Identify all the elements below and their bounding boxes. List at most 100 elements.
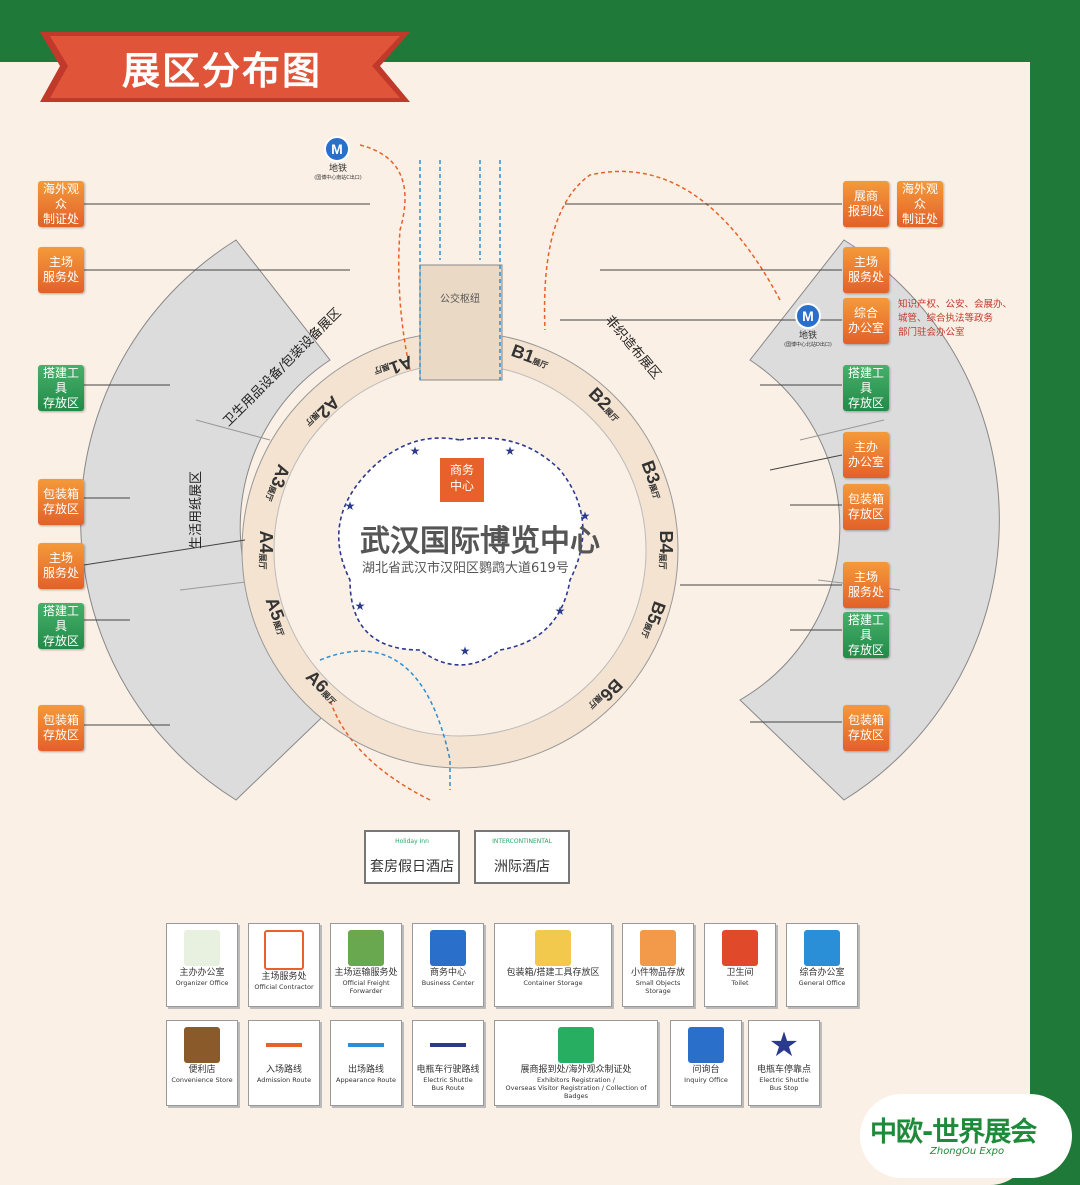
star-icon: ★ <box>768 1025 800 1065</box>
left-service-tag: 海外观众 制证处 <box>38 181 84 227</box>
right-service-tag: 主场 服务处 <box>843 562 889 608</box>
boxes-icon <box>535 930 571 966</box>
legend-label: 电瓶车停靠点 <box>756 1065 811 1075</box>
right-service-tag: 综合 办公室 <box>843 298 889 344</box>
metro-icon: M <box>324 136 350 162</box>
legend-label-en: Container Storage <box>523 979 583 987</box>
shuttle-route-icon <box>430 1027 466 1063</box>
shuttle-stop-star: ★ <box>555 604 566 618</box>
legend-label: 主场运输服务处 <box>334 968 398 978</box>
right-service-tag: 包装箱 存放区 <box>843 484 889 530</box>
logo-text: 中欧-世界展会 <box>870 1117 1037 1148</box>
inquiry-icon <box>688 1027 724 1063</box>
legend-label: 小件物品存放 <box>630 968 685 978</box>
legend-label-en: Appearance Route <box>336 1076 396 1084</box>
legend-label-en: Organizer Office <box>175 979 229 987</box>
toilet-icon <box>722 930 758 966</box>
left-service-tag: 包装箱 存放区 <box>38 705 84 751</box>
svg-text:M: M <box>331 141 343 157</box>
left-service-tag: 主场 服务处 <box>38 247 84 293</box>
bag-icon <box>640 930 676 966</box>
business-center: 商务 中心 <box>440 458 484 502</box>
legend-label-en: Exhibitors Registration / Overseas Visit… <box>505 1076 647 1100</box>
cidpex-logo-icon <box>184 930 220 966</box>
admission-route-icon <box>266 1027 302 1063</box>
page-title: 展区分布图 <box>122 49 323 93</box>
left-service-tag: 搭建工具 存放区 <box>38 603 84 649</box>
legend-label-en: Official Freight Forwarder <box>342 979 390 995</box>
legend-label: 综合办公室 <box>799 968 845 978</box>
stack-icon <box>804 930 840 966</box>
title-banner <box>40 32 410 102</box>
exit-route-icon <box>348 1027 384 1063</box>
legend-label: 商务中心 <box>429 968 466 978</box>
legend-label: 卫生间 <box>726 968 754 978</box>
metro-icon: M <box>795 303 821 329</box>
shuttle-stop-star: ★ <box>345 499 356 513</box>
right-service-tag: 包装箱 存放区 <box>843 705 889 751</box>
zone-label-west_mid: 生活用纸展区 <box>189 471 204 549</box>
right-service-tag: 搭建工具 存放区 <box>843 365 889 411</box>
badge-icon <box>558 1027 594 1063</box>
legend-label: 电瓶车行驶路线 <box>416 1065 480 1075</box>
expo-logo <box>860 1094 1072 1178</box>
cart-icon <box>184 1027 220 1063</box>
right-service-tag: 搭建工具 存放区 <box>843 612 889 658</box>
shuttle-stop-star: ★ <box>355 599 366 613</box>
legend-label: 入场路线 <box>265 1065 302 1075</box>
right-service-tag: 海外观众 制证处 <box>897 181 943 227</box>
shuttle-stop-star: ★ <box>580 509 591 523</box>
right-service-tag: 展商 报到处 <box>843 181 889 227</box>
logo-subtext: ZhongOu Expo <box>930 1146 1005 1157</box>
svg-text:M: M <box>802 308 814 324</box>
shuttle-stop-star: ★ <box>505 444 516 458</box>
metro-label: 地铁(国博中心北站D出口) <box>784 331 832 348</box>
right-service-tag: 主办 办公室 <box>843 432 889 478</box>
contractor-icon <box>264 930 304 970</box>
venue-address: 湖北省武汉市汉阳区鹦鹉大道619号 <box>362 561 569 576</box>
legend-label-en: Admission Route <box>256 1076 312 1084</box>
legend-label-en: Toilet <box>731 979 749 987</box>
legend-label: 主办办公室 <box>179 968 225 978</box>
office-note: 知识产权、公安、会展办、城管、综合执法等政务部门驻会办公室 <box>898 299 1013 338</box>
printer-icon <box>430 930 466 966</box>
legend-label: 便利店 <box>188 1065 216 1075</box>
truck-icon <box>348 930 384 966</box>
legend-label-en: Official Contractor <box>254 983 314 991</box>
left-service-tag: 主场 服务处 <box>38 543 84 589</box>
legend-label-en: Electric Shuttle Bus Stop <box>759 1076 809 1092</box>
zone-label-east_top: 非织造布展区 <box>602 313 664 382</box>
legend-label-en: Electric Shuttle Bus Route <box>423 1076 473 1092</box>
legend-label-en: Business Center <box>421 979 475 987</box>
legend-label-en: Inquiry Office <box>684 1076 728 1084</box>
legend-label: 问询台 <box>692 1065 720 1075</box>
left-service-tag: 搭建工具 存放区 <box>38 365 84 411</box>
legend-label: 主场服务处 <box>261 972 307 982</box>
legend-label: 包装箱/搭建工具存放区 <box>506 968 600 978</box>
legend-label-en: Small Objects Storage <box>635 979 681 995</box>
legend-label: 出场路线 <box>347 1065 384 1075</box>
metro-label: 地铁(国博中心南站C出口) <box>314 164 362 181</box>
legend-label-en: Convenience Store <box>171 1076 233 1084</box>
venue-name: 武汉国际博览中心 <box>360 524 600 559</box>
right-service-tag: 主场 服务处 <box>843 247 889 293</box>
legend-label-en: General Office <box>798 979 846 987</box>
